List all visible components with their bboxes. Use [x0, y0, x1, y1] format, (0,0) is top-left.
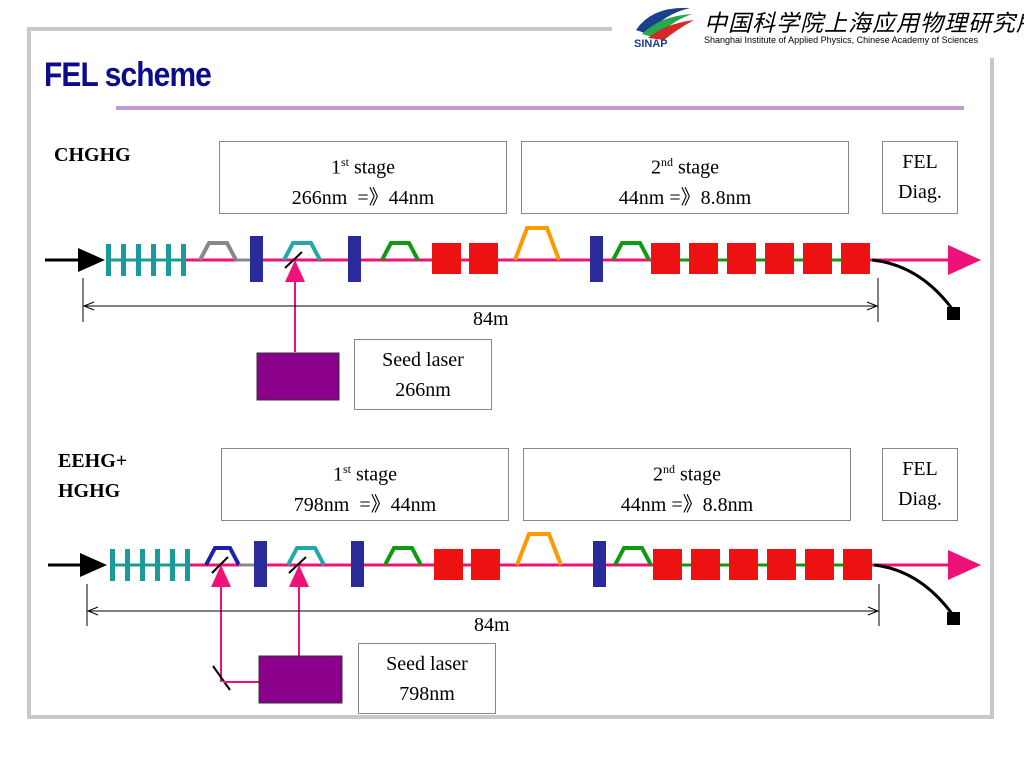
chicane-icon: [513, 226, 561, 261]
radiator-icon: [471, 549, 500, 580]
laser-line2: 266nm: [395, 379, 451, 401]
beam-dump-line: [871, 258, 955, 311]
scheme-label-line1: EEHG+: [58, 450, 128, 472]
diag-line2: Diag.: [898, 488, 942, 510]
stage-word: stage: [353, 156, 396, 179]
stage1-box: 1st stage 798nm =》44nm: [221, 448, 509, 521]
fel-diagnostics-box: FEL Diag.: [882, 141, 958, 214]
chicane-icon: [380, 241, 420, 261]
stage-wavelengths: 44nm =》8.8nm: [620, 493, 754, 516]
chicane-icon: [515, 532, 563, 566]
stage-word: stage: [679, 463, 722, 486]
radiator-icon: [469, 243, 498, 274]
seed-laser-icon: [258, 655, 343, 704]
sinap-emblem-icon: [636, 7, 694, 40]
quadrupole-icon: [250, 236, 263, 282]
slide-title: FEL scheme: [44, 56, 212, 94]
title-divider: [116, 106, 964, 110]
diag-line1: FEL: [902, 151, 938, 173]
seed-laser-icon: [256, 352, 340, 401]
laser-line1: Seed laser: [386, 653, 468, 675]
radiator-section: [651, 243, 870, 274]
chicane-icon: [611, 241, 651, 261]
beamline-length-label: 84m: [473, 308, 509, 330]
quadrupole-icon: [351, 541, 364, 587]
diag-line2: Diag.: [898, 181, 942, 203]
scheme-label-chghg: CHGHG: [54, 144, 131, 166]
stage-ordinal: 2: [650, 156, 661, 179]
seed-laser-box: Seed laser 266nm: [354, 339, 492, 410]
laser-line1: Seed laser: [382, 349, 464, 371]
stage1-box: 1st stage 266nm =》44nm: [219, 141, 507, 214]
stage-word: stage: [355, 463, 398, 486]
radiator-icon: [434, 549, 463, 580]
chicane-icon: [198, 241, 238, 261]
institute-logo: SINAP 中国科学院上海应用物理研究所 Shanghai Institute …: [612, 0, 1024, 58]
modulator-chicane-icon: [286, 546, 326, 566]
radiator-icon: [432, 243, 461, 274]
stage2-box: 2nd stage 44nm =》8.8nm: [523, 448, 851, 521]
stage-ordinal-suffix: nd: [660, 155, 673, 169]
fel-diagnostics-box: FEL Diag.: [882, 448, 958, 521]
stage-word: stage: [677, 156, 720, 179]
beam-dump-icon: [947, 307, 960, 320]
chicane-icon: [383, 546, 423, 566]
logo-abbreviation: SINAP: [634, 38, 668, 50]
stage-ordinal: 1: [330, 156, 341, 179]
logo-subtitle: Shanghai Institute of Applied Physics, C…: [704, 35, 979, 45]
chicane-icon: [613, 546, 653, 566]
modulator-chicane-icon: [204, 546, 241, 566]
laser-mirror-icon: [212, 665, 231, 691]
quadrupole-icon: [590, 236, 603, 282]
seed-laser-box: Seed laser 798nm: [358, 643, 496, 714]
stage-wavelengths: 266nm =》44nm: [291, 186, 435, 209]
beam-dump-line: [873, 563, 955, 616]
eehg-hghg-beamline: [48, 532, 981, 704]
logo-title: 中国科学院上海应用物理研究所: [704, 11, 1024, 36]
stage-ordinal-suffix: nd: [662, 462, 675, 476]
stage2-box: 2nd stage 44nm =》8.8nm: [521, 141, 849, 214]
laser-line2: 798nm: [399, 683, 455, 705]
quadrupole-icon: [593, 541, 606, 587]
stage-ordinal-suffix: st: [340, 155, 349, 169]
stage-wavelengths: 798nm =》44nm: [293, 493, 437, 516]
beam-dump-icon: [947, 612, 960, 625]
diag-line1: FEL: [902, 458, 938, 480]
modulator-chicane-icon: [282, 241, 322, 261]
stage-ordinal: 1: [332, 463, 343, 486]
stage-ordinal: 2: [652, 463, 663, 486]
radiator-section: [653, 549, 872, 580]
scheme-label-line2: HGHG: [58, 480, 121, 502]
beamline-length-label: 84m: [474, 614, 510, 636]
chghg-beamline: [45, 226, 981, 401]
stage-ordinal-suffix: st: [342, 462, 351, 476]
quadrupole-icon: [348, 236, 361, 282]
stage-wavelengths: 44nm =》8.8nm: [618, 186, 752, 209]
quadrupole-icon: [254, 541, 267, 587]
scheme-label-eehg-hghg: EEHG+ HGHG: [58, 446, 127, 506]
